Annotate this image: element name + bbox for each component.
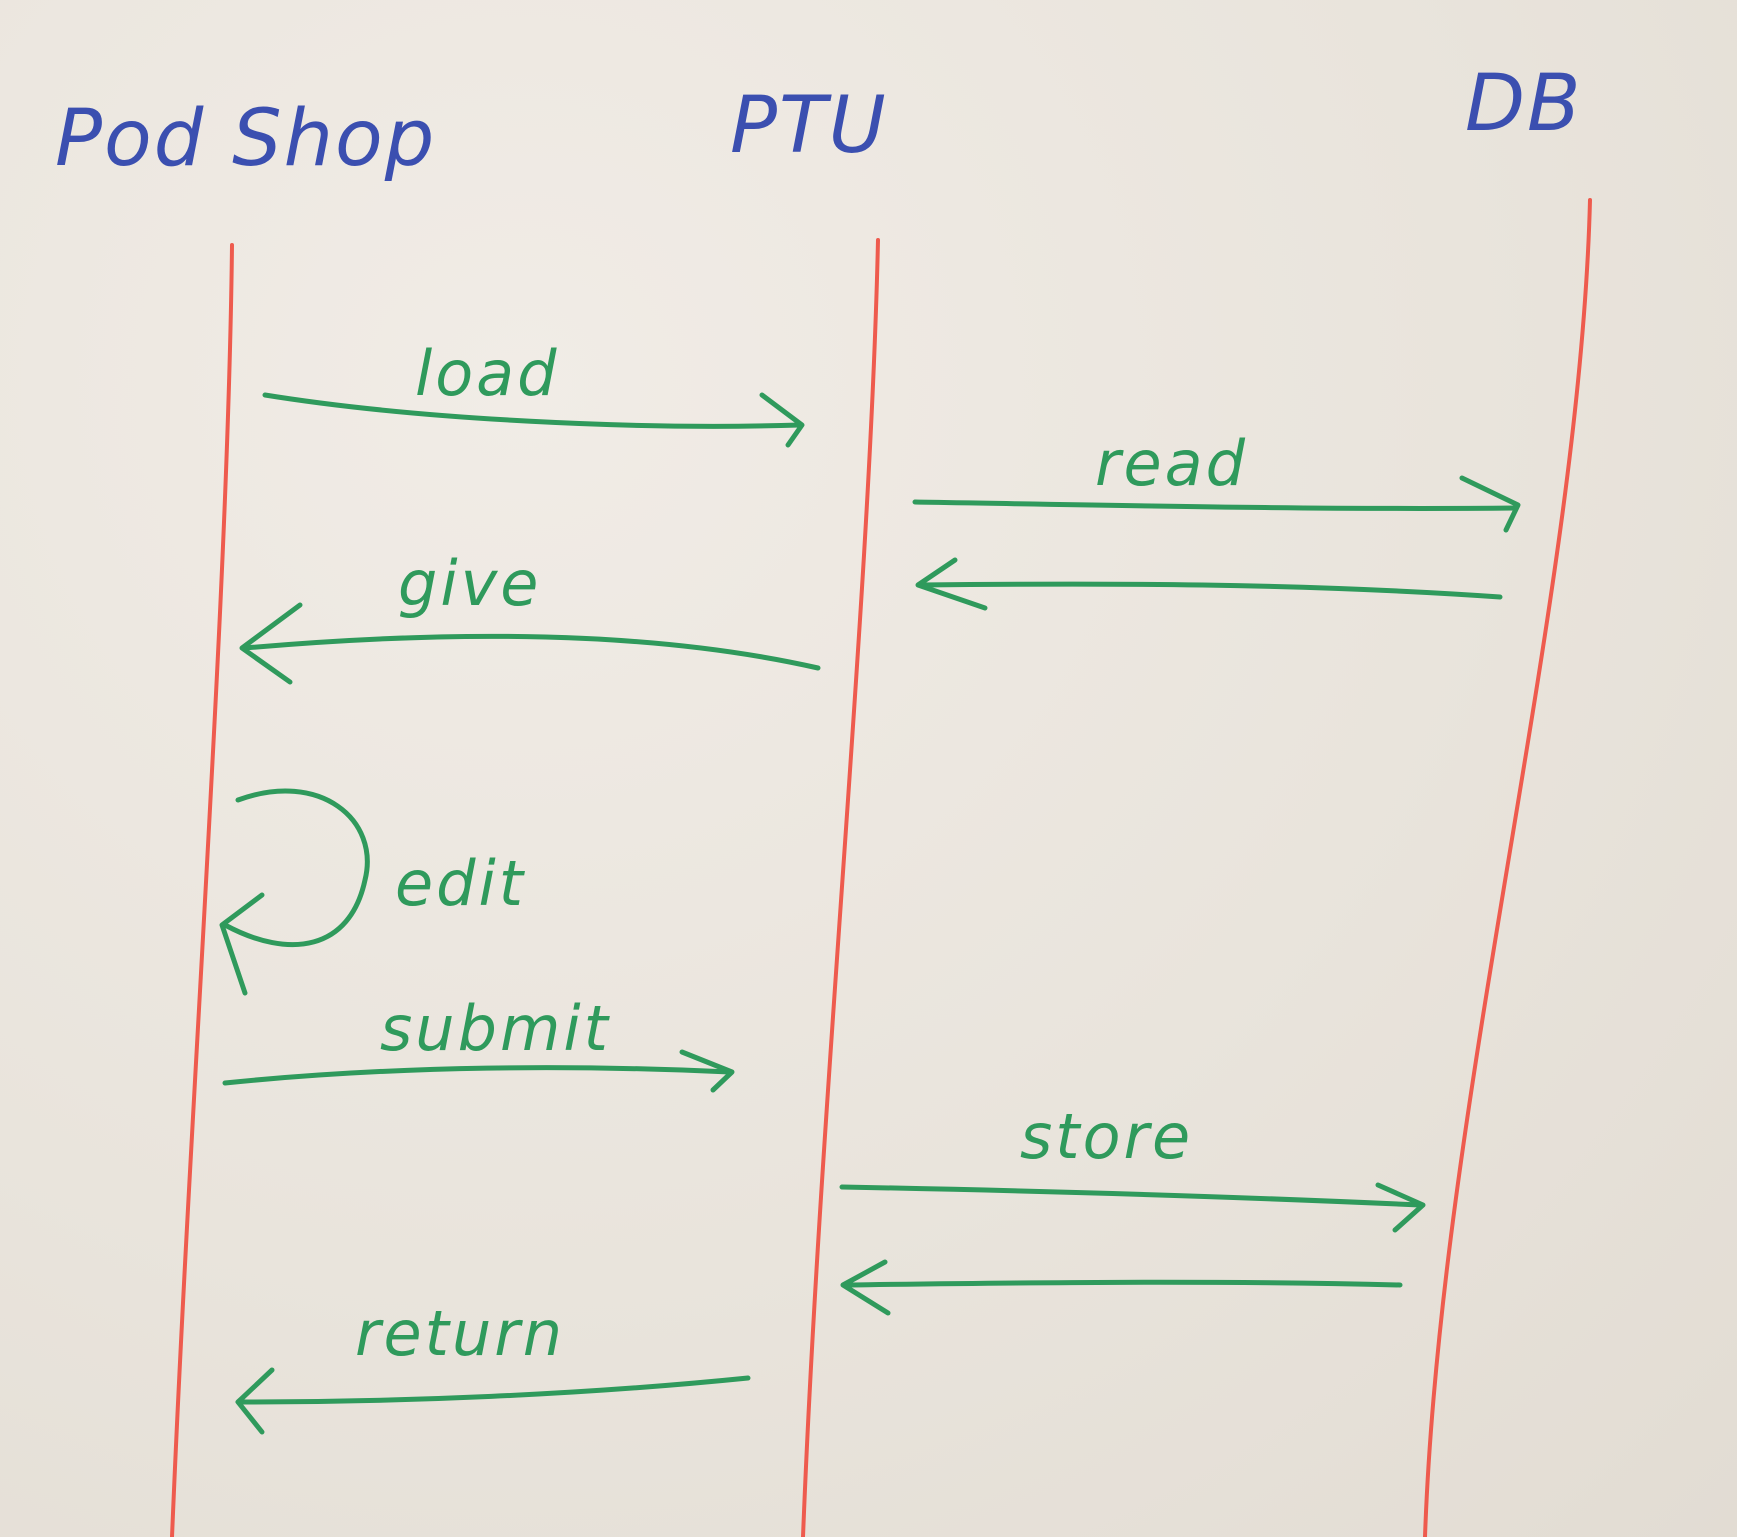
arrow-edit-loop xyxy=(222,788,370,947)
arrow-return xyxy=(239,1375,751,1405)
message-label-return: return xyxy=(355,1297,565,1370)
actor-pod-shop: Pod Shop xyxy=(55,94,436,184)
arrow-store-reply xyxy=(842,1279,1403,1288)
actor-ptu: PTU xyxy=(730,81,888,171)
arrowhead-read-reply xyxy=(915,557,988,611)
arrowhead-give xyxy=(239,602,303,685)
message-label-give: give xyxy=(398,547,541,620)
arrowhead-load xyxy=(759,392,805,448)
arrow-read-reply xyxy=(917,581,1503,600)
actor-db: DB xyxy=(1465,59,1583,149)
arrow-submit xyxy=(222,1065,733,1086)
message-label-submit: submit xyxy=(380,992,611,1065)
arrow-load xyxy=(262,392,803,429)
arrow-read xyxy=(912,499,1518,511)
arrowhead-store-reply xyxy=(840,1259,891,1316)
arrow-give xyxy=(242,633,821,671)
message-label-load: load xyxy=(415,337,560,410)
message-label-edit: edit xyxy=(395,847,526,920)
arrowhead-read xyxy=(1459,475,1521,533)
lifeline-ptu xyxy=(801,238,880,1537)
lifeline-pod-shop xyxy=(170,243,234,1537)
arrow-store xyxy=(839,1184,1423,1208)
arrowhead-return xyxy=(235,1367,275,1435)
message-label-read: read xyxy=(1095,427,1248,500)
message-label-store: store xyxy=(1020,1100,1193,1173)
arrowhead-edit xyxy=(219,892,265,996)
arrowhead-submit xyxy=(679,1049,735,1093)
arrowhead-store xyxy=(1375,1182,1426,1233)
lifeline-db xyxy=(1423,198,1592,1537)
